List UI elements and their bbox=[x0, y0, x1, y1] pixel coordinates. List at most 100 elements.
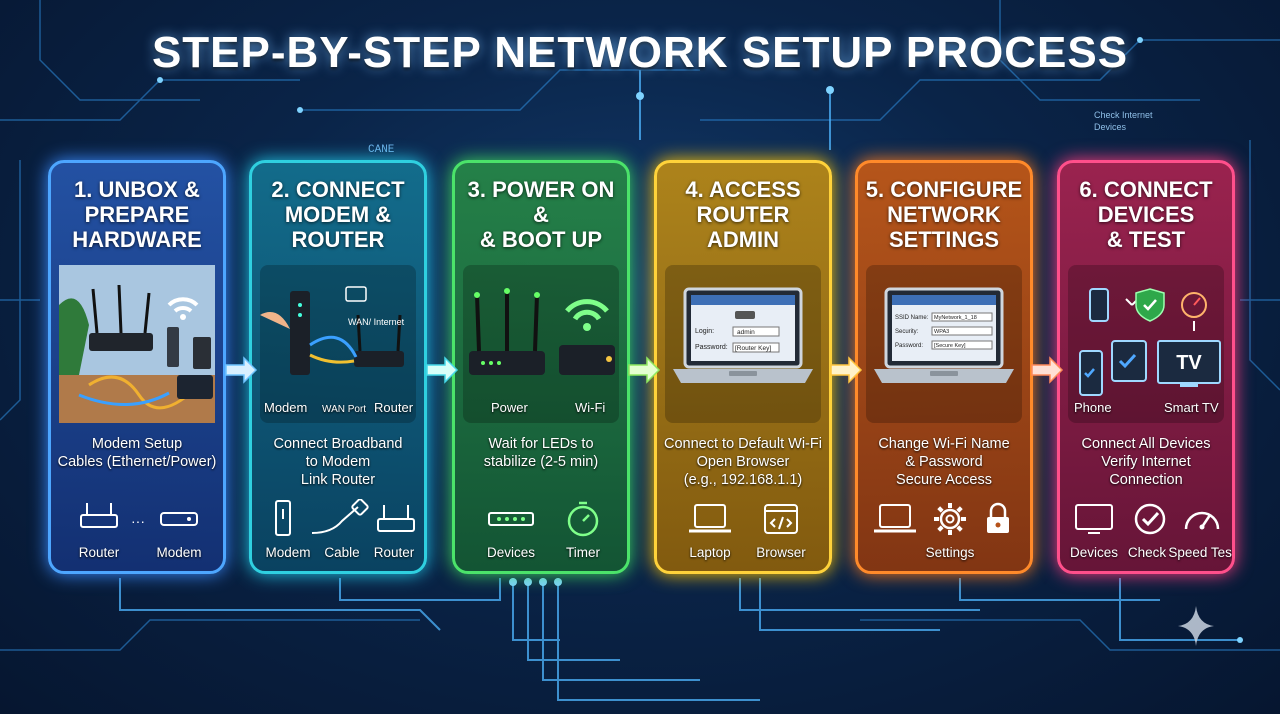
tv-screen-label: TV bbox=[1176, 352, 1202, 374]
description-line: Cables (Ethernet/Power) bbox=[57, 454, 217, 470]
step-title: 5. CONFIGURE NETWORK SETTINGS bbox=[858, 177, 1030, 252]
smart-tv-label: Smart TV bbox=[1164, 400, 1219, 415]
ssid-value: MyNetwork_1_18 bbox=[934, 315, 977, 321]
login-value: admin bbox=[737, 329, 755, 336]
step-title-line: NETWORK bbox=[887, 202, 1001, 227]
description-line: Connection bbox=[1109, 472, 1183, 488]
step-title-line: 3. POWER ON bbox=[467, 177, 615, 202]
footer-label: Timer bbox=[566, 545, 600, 560]
description-line: Connect to Default Wi-Fi bbox=[664, 436, 822, 452]
footer-label: Check bbox=[1127, 545, 1167, 560]
description-line: Wait for LEDs to bbox=[488, 436, 594, 452]
footer-label: Cable bbox=[324, 545, 360, 560]
step-description: Connect Broadband to Modem Link Router bbox=[256, 435, 420, 489]
sparkle-icon bbox=[1178, 606, 1214, 646]
step-title-line: HARDWARE bbox=[72, 227, 202, 252]
step-card-5: 5. CONFIGURE NETWORK SETTINGS SSID Name:… bbox=[855, 160, 1033, 574]
step-card-3: 3. POWER ON & & BOOT UP Power Wi-Fi Wait… bbox=[452, 160, 630, 574]
router-icon bbox=[377, 505, 415, 532]
password-value: [Router Key] bbox=[735, 345, 771, 352]
step-title: 4. ACCESS ROUTER ADMIN bbox=[657, 177, 829, 252]
step-description: Modem Setup Cables (Ethernet/Power) bbox=[55, 435, 219, 471]
wan-port-label: WAN Port bbox=[322, 404, 367, 415]
stopwatch-icon bbox=[567, 501, 599, 537]
icon-separator: ··· bbox=[131, 513, 145, 529]
wifi-label: Wi-Fi bbox=[575, 400, 606, 415]
step-description: Wait for LEDs to stabilize (2-5 min) bbox=[459, 435, 623, 471]
check-circle-icon bbox=[1134, 503, 1166, 535]
security-label: Security: bbox=[895, 329, 919, 335]
step-title-line: ROUTER bbox=[291, 227, 385, 252]
settings-laptop-illustration: SSID Name: MyNetwork_1_18 Security: WPA3… bbox=[866, 265, 1022, 423]
modem-icon bbox=[160, 512, 198, 526]
devices-illustration: TV Phone Smart TV bbox=[1068, 265, 1224, 423]
hardware-illustration bbox=[59, 265, 215, 423]
footer-label: Modem bbox=[156, 545, 202, 560]
step-title-line: 2. CONNECT bbox=[271, 177, 405, 202]
step-title-line: MODEM & bbox=[284, 202, 392, 227]
description-line: Open Browser bbox=[696, 454, 790, 470]
description-line: Secure Access bbox=[896, 472, 992, 488]
step-card-6: 6. CONNECT DEVICES & TEST TV Phone Smart… bbox=[1057, 160, 1235, 574]
description-line: & Password bbox=[905, 454, 983, 470]
footer-label: Router bbox=[78, 545, 120, 560]
ssid-label: SSID Name: bbox=[895, 315, 929, 321]
browser-icon bbox=[764, 504, 798, 534]
arrow-right-icon bbox=[628, 356, 661, 384]
footer-label: Devices bbox=[1069, 545, 1119, 560]
step-title-line: ADMIN bbox=[706, 227, 780, 252]
step-card-1: 1. UNBOX & PREPARE HARDWARE Modem Setup … bbox=[48, 160, 226, 574]
page-title: STEP-BY-STEP NETWORK SETUP PROCESS bbox=[151, 28, 1129, 77]
step-card-2: 2. CONNECT MODEM & ROUTER WAN/ Internet … bbox=[249, 160, 427, 574]
admin-laptop-illustration: Login: admin Password: [Router Key] bbox=[665, 265, 821, 423]
bg-text-devices: Devices bbox=[1094, 122, 1127, 132]
arrow-right-icon bbox=[1031, 356, 1064, 384]
bg-text-cane: CANE bbox=[368, 144, 395, 156]
step-title-line: 1. UNBOX & bbox=[74, 177, 200, 202]
step-title-line: & TEST bbox=[1106, 227, 1186, 252]
router-label: Router bbox=[374, 400, 414, 415]
password-value: [Secure Key] bbox=[934, 343, 966, 349]
step-title-line: DEVICES bbox=[1097, 202, 1195, 227]
arrow-right-icon bbox=[426, 356, 459, 384]
step-title-line: & bbox=[533, 202, 549, 227]
phone-label: Phone bbox=[1074, 400, 1112, 415]
footer-label: Speed Test bbox=[1168, 545, 1235, 560]
password-label: Password: bbox=[895, 343, 923, 349]
step-card-4: 4. ACCESS ROUTER ADMIN Login: admin Pass… bbox=[654, 160, 832, 574]
description-line: (e.g., 192.168.1.1) bbox=[683, 472, 803, 488]
footer-label: Settings bbox=[925, 545, 975, 560]
step-title: 6. CONNECT DEVICES & TEST bbox=[1060, 177, 1232, 252]
step-description: Connect to Default Wi-Fi Open Browser (e… bbox=[661, 435, 825, 489]
laptop-icon bbox=[689, 504, 731, 533]
step-title: 2. CONNECT MODEM & ROUTER bbox=[252, 177, 424, 252]
step-title-line: ROUTER bbox=[696, 202, 790, 227]
step-title-line: & BOOT UP bbox=[479, 227, 603, 252]
step-title-line: 6. CONNECT bbox=[1079, 177, 1213, 202]
router-icon bbox=[80, 503, 118, 528]
step-title-line: SETTINGS bbox=[888, 227, 999, 252]
footer-label: Browser bbox=[756, 545, 806, 560]
step-title-line: 4. ACCESS bbox=[685, 177, 801, 202]
description-line: Connect Broadband bbox=[273, 436, 403, 452]
step-title: 3. POWER ON & & BOOT UP bbox=[455, 177, 627, 252]
description-line: Modem Setup bbox=[91, 436, 183, 452]
description-line: to Modem bbox=[305, 454, 371, 470]
modem-icon bbox=[275, 500, 291, 536]
description-line: Connect All Devices bbox=[1081, 436, 1211, 452]
description-line: Change Wi-Fi Name bbox=[878, 436, 1010, 452]
wan-internet-label: WAN/ Internet bbox=[348, 317, 405, 327]
step-title-line: PREPARE bbox=[84, 202, 190, 227]
description-line: Link Router bbox=[300, 472, 376, 488]
description-line: stabilize (2-5 min) bbox=[483, 454, 599, 470]
monitor-icon bbox=[1075, 504, 1113, 534]
footer-label: Router bbox=[373, 545, 415, 560]
power-label: Power bbox=[491, 400, 528, 415]
step-description: Connect All Devices Verify Internet Conn… bbox=[1064, 435, 1228, 489]
modem-label: Modem bbox=[264, 400, 308, 415]
speedometer-icon bbox=[1184, 511, 1220, 530]
footer-label: Laptop bbox=[689, 545, 731, 560]
gear-icon bbox=[934, 503, 966, 535]
security-value: WPA3 bbox=[934, 329, 949, 335]
